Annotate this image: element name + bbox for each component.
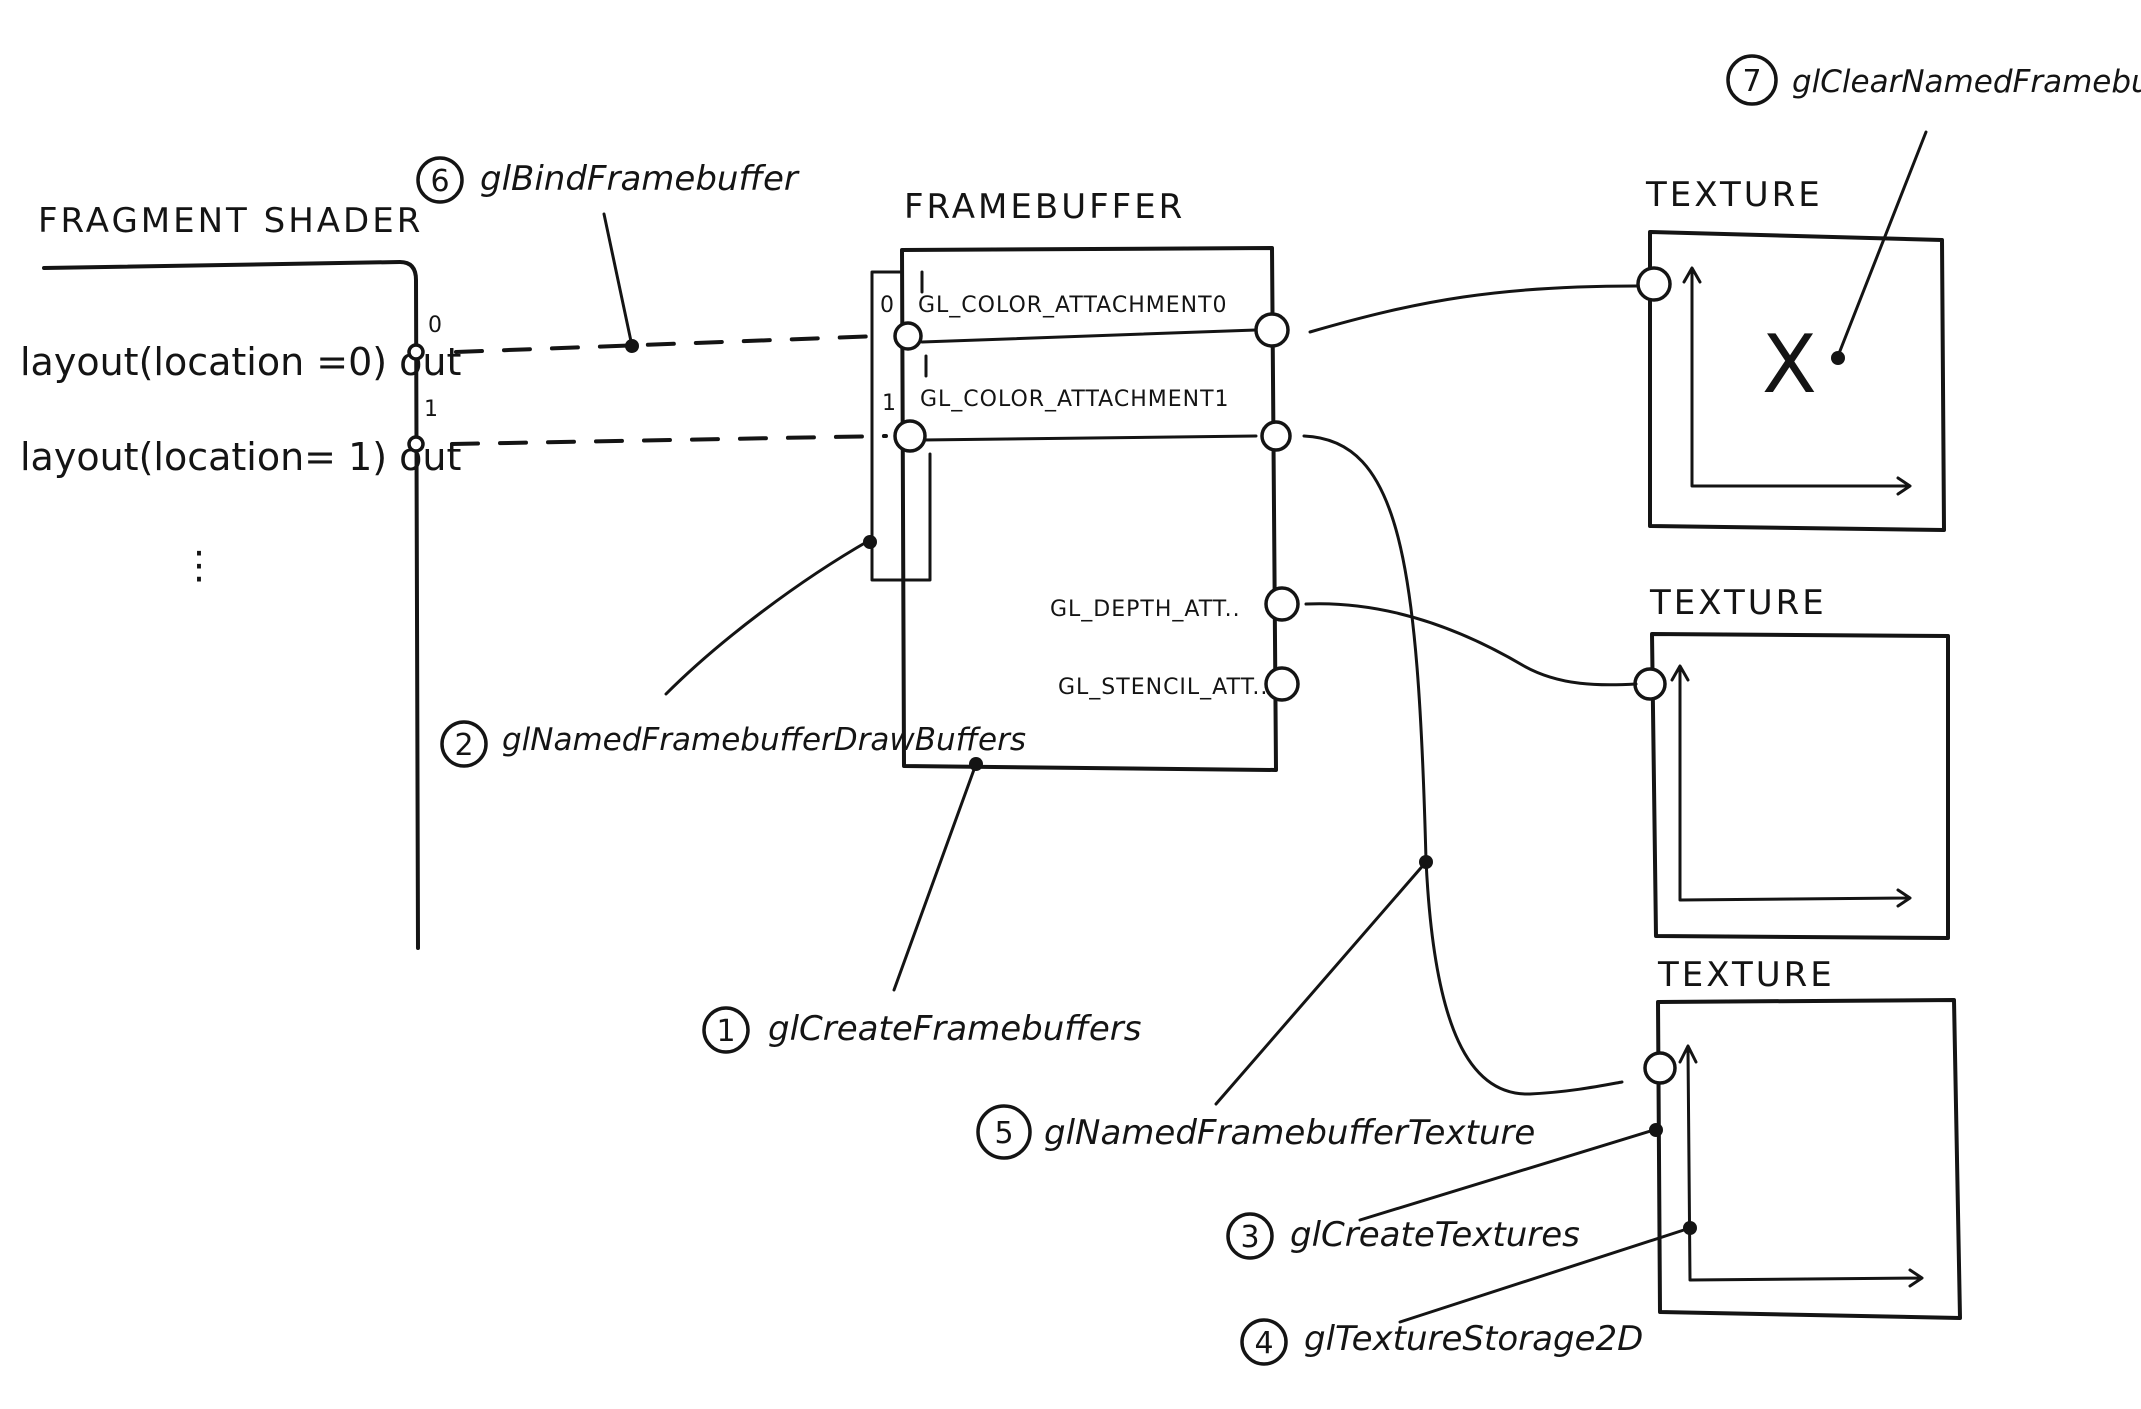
step-7-call: glClearNamedFramebuffer [1792,64,2141,100]
link-color-0-texture-1 [1308,284,1638,334]
texture-3: TEXTURE [1643,955,1962,1320]
step-4-dot [1683,1221,1697,1235]
attachment-color-0-wire [920,328,1258,344]
framebuffer: FRAMEBUFFER 0 1 GL_COLOR_ATTACHMENT0 GL_… [870,187,1300,772]
step-6-call: glBindFramebuffer [480,159,800,199]
fragment-shader: FRAGMENT SHADER layout(location =0) out … [20,201,461,950]
draw-buffer-port-1 [893,419,927,453]
step-3-call: glCreateTextures [1290,1215,1580,1255]
dashed-link-output-0 [454,334,882,354]
step-4-badge [1240,1318,1288,1366]
step-6-dot [625,339,639,353]
texture-1-port [1636,266,1672,302]
step-1-call: glCreateFramebuffers [768,1009,1141,1049]
fragment-output-1-index: 1 [424,397,438,422]
texture-1: TEXTURE X [1636,175,1946,532]
draw-buffer-index-1: 1 [882,391,896,416]
fragment-shader-title: FRAGMENT SHADER [38,201,423,241]
texture-1-clear-marker: X [1762,318,1817,411]
fragment-output-0-label: layout(location =0) out [20,340,461,384]
step-6-badge [416,156,464,204]
fragment-output-1-label: layout(location= 1) out [20,435,461,479]
texture-1-axes [1682,266,1912,496]
step-4-call: glTextureStorage2D [1304,1319,1643,1359]
draw-buffers-bracket [870,270,932,582]
step-7-number: 7 [1742,64,1761,99]
step-5-badge [976,1104,1032,1160]
step-2-dot [863,535,877,549]
step-4: 4 glTextureStorage2D [1240,1318,1643,1366]
step-6: 6 glBindFramebuffer [416,156,800,204]
step-2-number: 2 [454,728,473,763]
step-3: 3 glCreateTextures [1226,1212,1580,1260]
step-5: 5 glNamedFramebufferTexture [976,1104,1535,1160]
dashed-link-output-1 [450,434,888,446]
step-3-leader [1358,1128,1656,1222]
draw-buffer-index-0: 0 [880,293,894,318]
attachment-color-1-port [1260,420,1292,452]
step-6-number: 6 [430,164,449,199]
texture-3-title: TEXTURE [1657,955,1835,995]
texture-2-title: TEXTURE [1649,583,1827,623]
framebuffer-box [900,246,1278,772]
attachment-stencil-port [1264,666,1300,702]
step-5-leader [1214,860,1428,1106]
texture-3-port [1643,1051,1677,1085]
step-1: 1 glCreateFramebuffers [702,1006,1141,1054]
step-6-leader [602,212,634,348]
texture-1-title: TEXTURE [1645,175,1823,215]
step-7-leader [1836,130,1928,358]
step-4-number: 4 [1254,1326,1273,1361]
attachment-depth-port [1264,586,1300,622]
step-3-dot [1649,1123,1663,1137]
step-5-dot [1419,855,1433,869]
attachment-color-0-label: GL_COLOR_ATTACHMENT0 [918,293,1228,318]
link-depth-texture-2 [1304,602,1638,687]
step-2-call: glNamedFramebufferDrawBuffers [502,722,1026,758]
step-3-number: 3 [1240,1220,1259,1255]
fragment-output-1-port [407,435,425,453]
texture-2-port [1633,667,1667,701]
step-5-number: 5 [994,1116,1013,1151]
link-color-1-texture-3 [1302,434,1624,1096]
draw-buffers-ticks [920,270,928,378]
texture-2-axes [1670,664,1912,908]
fragment-output-0-port [407,343,425,361]
texture-2-box [1650,632,1950,940]
step-5-call: glNamedFramebufferTexture [1044,1113,1535,1153]
fragment-shader-box [42,260,420,950]
step-3-badge [1226,1212,1274,1260]
draw-buffer-port-0 [893,321,923,351]
step-1-badge [702,1006,750,1054]
texture-2: TEXTURE [1633,583,1950,940]
step-1-number: 1 [716,1014,735,1049]
step-2-leader [664,538,872,696]
attachment-color-1-label: GL_COLOR_ATTACHMENT1 [920,387,1230,412]
step-2-badge [440,720,488,768]
attachment-color-1-wire [920,434,1258,442]
step-7: 7 glClearNamedFramebuffer [1726,54,2141,106]
step-4-leader [1398,1226,1692,1324]
texture-3-box [1656,998,1962,1320]
attachment-color-0-port [1254,312,1290,348]
step-7-badge [1726,54,1778,106]
fragment-ellipsis: ⋮ [180,543,218,587]
fragment-output-0-index: 0 [428,313,442,338]
step-1-dot [969,757,983,771]
texture-1-box [1648,230,1946,532]
step-2: 2 glNamedFramebufferDrawBuffers [440,720,1026,768]
step-7-dot [1831,351,1845,365]
framebuffer-title: FRAMEBUFFER [904,187,1185,227]
texture-3-axes [1678,1044,1924,1288]
attachment-stencil-label: GL_STENCIL_ATT.. [1058,675,1268,700]
attachment-depth-label: GL_DEPTH_ATT.. [1050,597,1241,622]
step-1-leader [892,762,978,992]
